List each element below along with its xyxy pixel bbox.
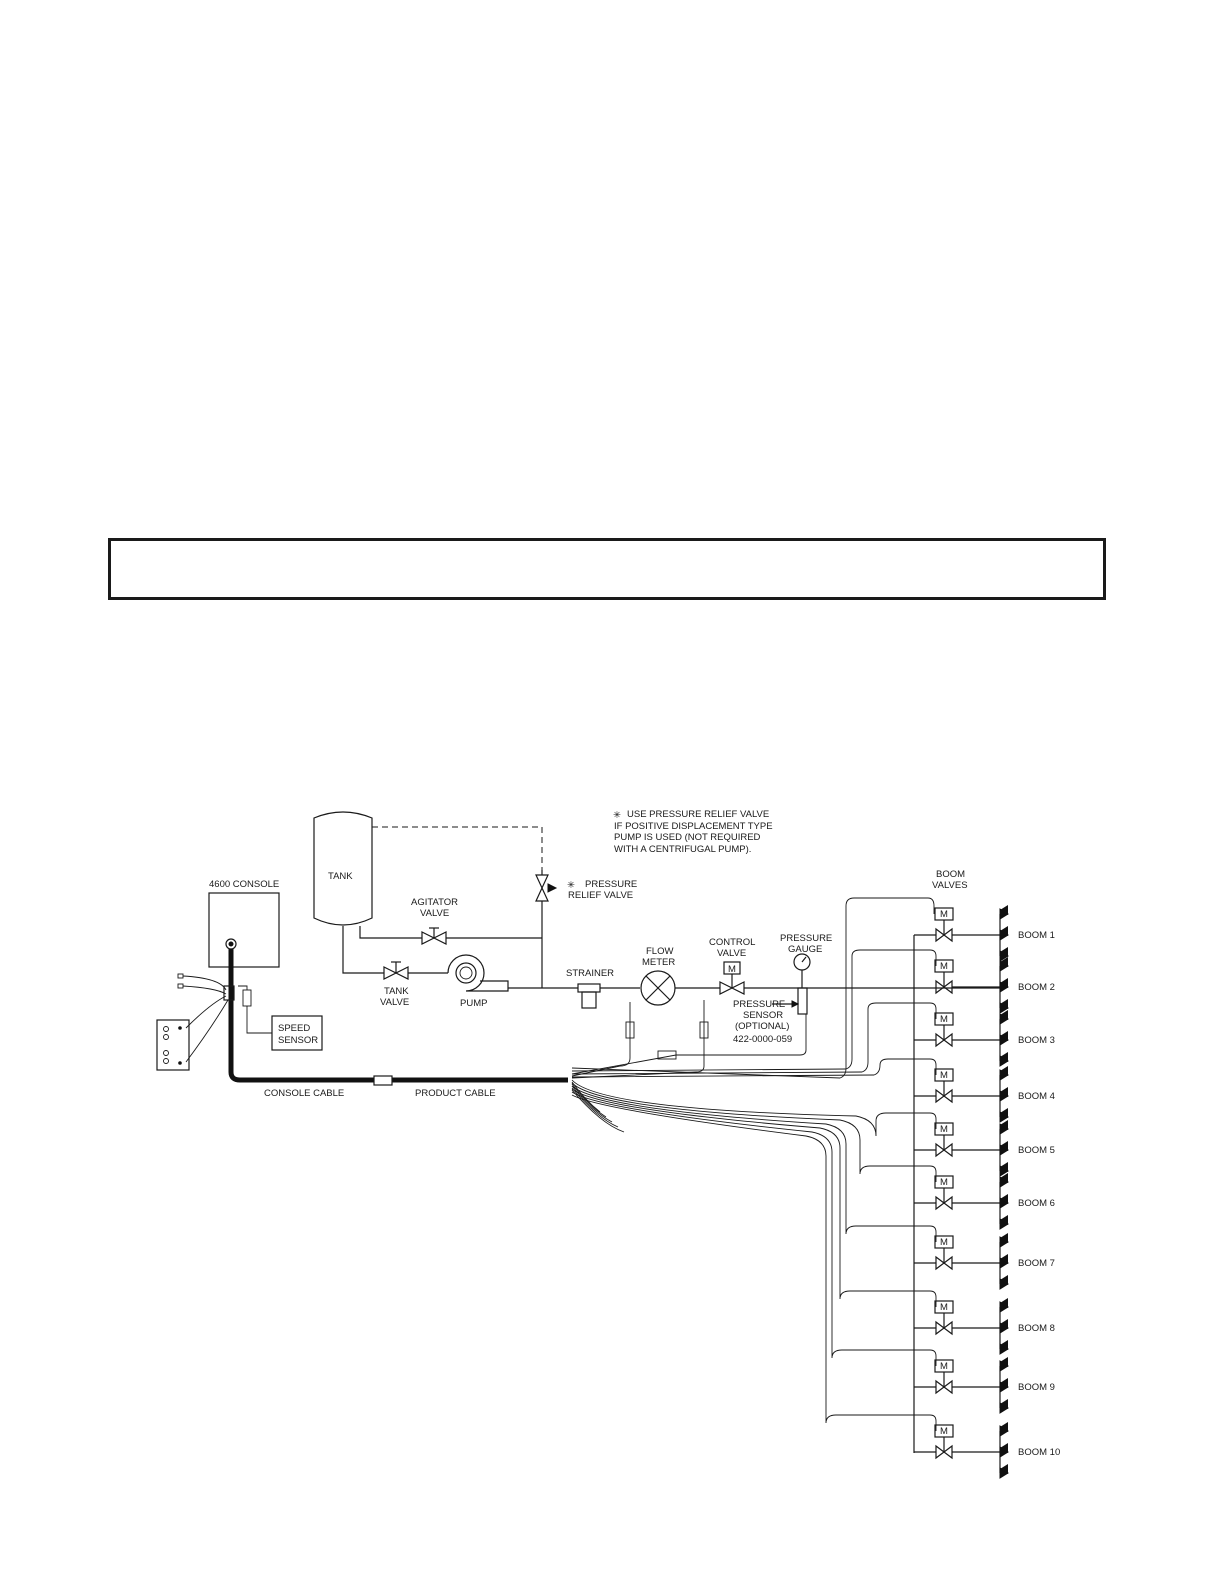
- speed-sensor: [271, 1015, 323, 1051]
- boom-wire-7: [571, 1085, 937, 1242]
- note-line-4: WITH A CENTRIFUGAL PUMP).: [614, 844, 751, 855]
- boom-valves-label-2: VALVES: [932, 880, 968, 891]
- tank-valve-label-2: VALVE: [380, 997, 409, 1008]
- console-cable-label: CONSOLE CABLE: [264, 1088, 344, 1099]
- control-valve: M: [719, 961, 1000, 995]
- boom-wire-2: [571, 949, 937, 1072]
- pump-label: PUMP: [460, 998, 487, 1009]
- boom-label-7: BOOM 7: [1018, 1258, 1055, 1269]
- boom-sections: M BOOM 1 M BOOM 2 M BOOM 3 M BOOM 4 M BOOM 5 M BOOM…: [914, 905, 1060, 1479]
- fan-strand: [571, 1089, 625, 1133]
- boom-wire-5: [571, 1079, 937, 1137]
- tank: TANK: [313, 811, 373, 926]
- sensor-label-1: PRESSURE: [733, 999, 785, 1010]
- boom-section-9: M BOOM 9: [914, 1357, 1055, 1414]
- fan-strand: [571, 1083, 607, 1118]
- boom-wire-10: [571, 1094, 937, 1431]
- boom-section-4: M BOOM 4: [914, 1066, 1055, 1123]
- boom-motor-label: M: [940, 1014, 948, 1025]
- fan-strand: [571, 1081, 601, 1113]
- gauge-label-2: GAUGE: [788, 944, 822, 955]
- boom-motor-label: M: [940, 1302, 948, 1313]
- relief-star: ✳: [567, 880, 575, 891]
- boom-label-1: BOOM 1: [1018, 930, 1055, 941]
- boom-label-8: BOOM 8: [1018, 1323, 1055, 1334]
- console-cable: [228, 949, 568, 1083]
- boom-wire-3: [571, 1002, 937, 1075]
- boom-section-8: M BOOM 8: [914, 1298, 1055, 1355]
- speed-sensor-label-1: SPEED: [278, 1023, 310, 1034]
- boom-label-10: BOOM 10: [1018, 1447, 1060, 1458]
- boom-wire-8: [571, 1088, 937, 1307]
- control-valve-label-2: VALVE: [717, 948, 746, 959]
- speed-sensor-label-2: SENSOR: [278, 1035, 318, 1046]
- boom-label-5: BOOM 5: [1018, 1145, 1055, 1156]
- relief-label-1: PRESSURE: [585, 879, 637, 890]
- control-valve-label-1: CONTROL: [709, 937, 755, 948]
- strainer: [577, 983, 640, 1009]
- sensor-label-3: (OPTIONAL): [735, 1021, 789, 1032]
- flow-meter: [640, 970, 720, 1006]
- boom-section-1: M BOOM 1: [914, 905, 1055, 962]
- boom-wire-9: [571, 1091, 937, 1366]
- pressure-gauge: [793, 953, 811, 1015]
- boom-motor-label: M: [940, 1070, 948, 1081]
- product-cable-wires: [571, 897, 937, 1431]
- agitator-label-2: VALVE: [420, 908, 449, 919]
- boom-section-10: M BOOM 10: [914, 1422, 1060, 1479]
- note-line-3: PUMP IS USED (NOT REQUIRED: [614, 832, 761, 843]
- note-star: ✳: [613, 810, 621, 821]
- boom-label-4: BOOM 4: [1018, 1091, 1055, 1102]
- fan-strand: [571, 1087, 619, 1128]
- sensor-label-4: 422-0000-059: [733, 1034, 792, 1045]
- boom-motor-label: M: [940, 1124, 948, 1135]
- power-box: [156, 1019, 190, 1071]
- note-line-2: IF POSITIVE DISPLACEMENT TYPE: [614, 821, 773, 832]
- boom-motor-label: M: [940, 1237, 948, 1248]
- product-cable-label: PRODUCT CABLE: [415, 1088, 496, 1099]
- boom-wire-4: [571, 1058, 937, 1078]
- boom-motor-label: M: [940, 961, 948, 972]
- boom-section-3: M BOOM 3: [914, 1010, 1055, 1067]
- boom-wire-6: [571, 1082, 937, 1182]
- strainer-label: STRAINER: [566, 968, 614, 979]
- flow-meter-label-1: FLOW: [646, 946, 673, 957]
- relief-return-line: [372, 826, 543, 870]
- boom-section-5: M BOOM 5: [914, 1120, 1055, 1177]
- tank-valve: [383, 961, 448, 980]
- boom-label-3: BOOM 3: [1018, 1035, 1055, 1046]
- header-box: [108, 538, 1106, 600]
- pump: [447, 954, 509, 992]
- pressure-relief-valve: [535, 870, 558, 988]
- boom-motor-label: M: [940, 909, 948, 920]
- gauge-label-1: PRESSURE: [780, 933, 832, 944]
- fan-strand: [571, 1085, 613, 1123]
- boom-motor-label: M: [940, 1177, 948, 1188]
- agitator-label-1: AGITATOR: [411, 897, 458, 908]
- boom-motor-label: M: [940, 1361, 948, 1372]
- agitator-valve: [359, 926, 542, 945]
- note-line-1: USE PRESSURE RELIEF VALVE: [627, 809, 769, 820]
- boom-label-9: BOOM 9: [1018, 1382, 1055, 1393]
- boom-section-7: M BOOM 7: [914, 1233, 1055, 1290]
- boom-label-2: BOOM 2: [1018, 982, 1055, 993]
- control-motor-label: M: [728, 964, 736, 975]
- flow-meter-label-2: METER: [642, 957, 675, 968]
- console-label: 4600 CONSOLE: [209, 879, 279, 890]
- boom-section-6: M BOOM 6: [914, 1173, 1055, 1230]
- boom-label-6: BOOM 6: [1018, 1198, 1055, 1209]
- boom-section-2: M BOOM 2: [934, 957, 1055, 1014]
- tank-valve-label-1: TANK: [384, 986, 409, 997]
- boom-valves-label-1: BOOM: [936, 869, 965, 880]
- sensor-label-2: SENSOR: [743, 1010, 783, 1021]
- relief-label-2: RELIEF VALVE: [568, 890, 633, 901]
- tank-label: TANK: [328, 871, 353, 882]
- console: [208, 892, 280, 968]
- boom-motor-label: M: [940, 1426, 948, 1437]
